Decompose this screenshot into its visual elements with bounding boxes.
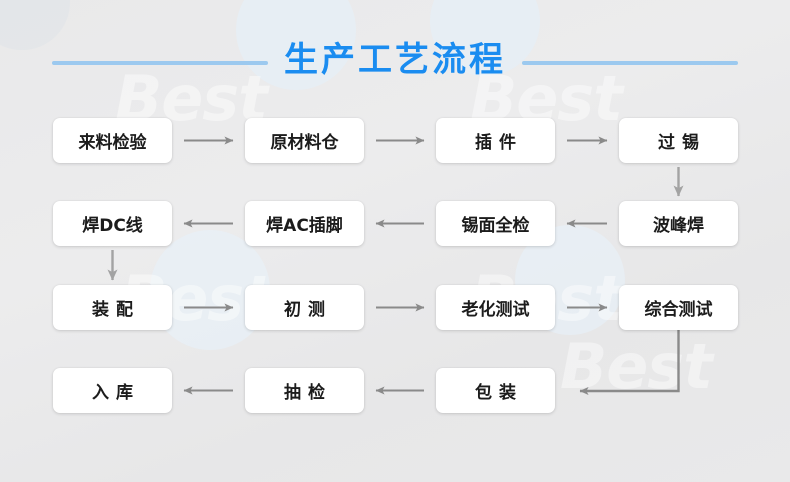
flow-node-label: 插件 xyxy=(475,133,523,153)
flow-node-solder-dc-wire[interactable]: 焊DC线 xyxy=(53,201,172,246)
title-rule-right xyxy=(522,61,738,65)
flow-node-incoming-inspection[interactable]: 来料检验 xyxy=(53,118,172,163)
flow-node-label: 焊AC插脚 xyxy=(266,216,343,236)
flow-node-label: 初测 xyxy=(284,300,332,320)
flow-node-label: 波峰焊 xyxy=(653,216,704,236)
flow-node-packaging[interactable]: 包装 xyxy=(436,368,555,413)
flow-node-tinning[interactable]: 过锡 xyxy=(619,118,738,163)
flow-node-initial-test[interactable]: 初测 xyxy=(245,285,364,330)
flow-node-label: 包装 xyxy=(475,383,523,403)
elbow-r3c4-to-r4c3 xyxy=(579,330,680,395)
title-rule-left xyxy=(52,61,268,65)
flow-node-label: 装配 xyxy=(92,300,140,320)
flow-node-aging-test[interactable]: 老化测试 xyxy=(436,285,555,330)
page-title: 生产工艺流程 xyxy=(284,40,506,80)
flow-node-assembly[interactable]: 装配 xyxy=(53,285,172,330)
flow-node-label: 来料检验 xyxy=(78,133,147,153)
flow-node-label: 老化测试 xyxy=(461,300,530,320)
flow-node-sampling-inspection[interactable]: 抽检 xyxy=(245,368,364,413)
watermark-text: Best xyxy=(560,330,713,403)
flow-node-label: 抽检 xyxy=(284,383,332,403)
flow-node-solder-ac-pin[interactable]: 焊AC插脚 xyxy=(245,201,364,246)
flow-node-wave-soldering[interactable]: 波峰焊 xyxy=(619,201,738,246)
flow-node-insertion[interactable]: 插件 xyxy=(436,118,555,163)
flow-node-label: 原材料仓 xyxy=(270,133,339,153)
flow-node-label: 焊DC线 xyxy=(82,216,143,236)
flow-node-label: 锡面全检 xyxy=(461,216,530,236)
title-row: 生产工艺流程 xyxy=(0,34,790,90)
flow-node-label: 入库 xyxy=(92,383,140,403)
flow-node-warehousing[interactable]: 入库 xyxy=(53,368,172,413)
flow-node-label: 过锡 xyxy=(658,133,706,153)
flow-node-label: 综合测试 xyxy=(644,300,713,320)
flow-node-comprehensive-test[interactable]: 综合测试 xyxy=(619,285,738,330)
flow-node-solder-surface-inspection[interactable]: 锡面全检 xyxy=(436,201,555,246)
flow-node-raw-material-warehouse[interactable]: 原材料仓 xyxy=(245,118,364,163)
